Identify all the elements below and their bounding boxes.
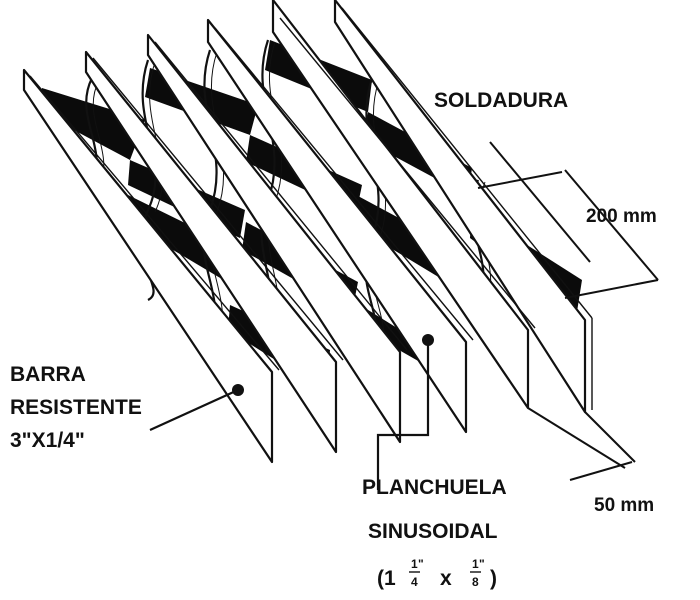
bearing-bar-edge (154, 41, 408, 351)
dimension-50mm (527, 407, 636, 481)
bearing-bar (146, 33, 402, 444)
barra-label-line3: 3"X1/4" (10, 429, 85, 452)
shaded-band (40, 88, 145, 160)
planchuela-label-line1: PLANCHUELA (362, 476, 507, 499)
fraction-2-quote: " (479, 557, 485, 571)
fraction-1-denominator: 4 (411, 575, 418, 589)
soldadura-label: SOLDADURA (434, 89, 568, 112)
extension-line (489, 141, 591, 263)
bearing-bar (271, 0, 530, 410)
leader-barra (149, 384, 244, 432)
dimension-line (569, 461, 633, 481)
dimension-line (477, 171, 563, 189)
bearing-bar (84, 50, 338, 454)
bearing-bar (333, 0, 587, 414)
planchuela-label-line2: SINUSOIDAL (368, 520, 498, 543)
bearing-bars (22, 0, 593, 464)
barra-label-line2: RESISTENTE (10, 396, 142, 419)
leader-planchuela (376, 334, 434, 490)
dimension-line (527, 407, 626, 469)
dimension-50mm-label: 50 mm (594, 495, 654, 516)
bearing-bar (22, 68, 274, 464)
planchuela-dim-open: (1 (377, 567, 396, 590)
fraction-1-quote: " (418, 557, 424, 571)
planchuela-dim-x: x (440, 567, 452, 590)
leader-line (376, 340, 430, 490)
bearing-bar-edge (92, 57, 344, 361)
fraction-2-numerator: 1 (472, 557, 479, 571)
dimension-line (564, 169, 659, 281)
fraction-1-numerator: 1 (411, 557, 418, 571)
bearing-bar (206, 18, 468, 434)
leader-line (149, 388, 239, 432)
dimension-line (584, 411, 636, 463)
bearing-bar-edge (279, 17, 536, 329)
dimension-200mm-label: 200 mm (586, 206, 657, 227)
bearing-bar-edge (214, 27, 474, 341)
bearing-bar-edge (341, 7, 593, 319)
barra-label-line1: BARRA (10, 363, 86, 386)
leader-dot (232, 384, 244, 396)
dimension-200mm (477, 141, 659, 299)
bearing-bar-edge (29, 75, 280, 371)
fraction-2-denominator: 8 (472, 575, 479, 589)
planchuela-dim-close: ) (490, 567, 497, 590)
leader-dot (422, 334, 434, 346)
planchuela-dimensions: (1 1 " 4 x 1 " 8 ) (377, 557, 497, 590)
dimension-line (564, 279, 659, 299)
